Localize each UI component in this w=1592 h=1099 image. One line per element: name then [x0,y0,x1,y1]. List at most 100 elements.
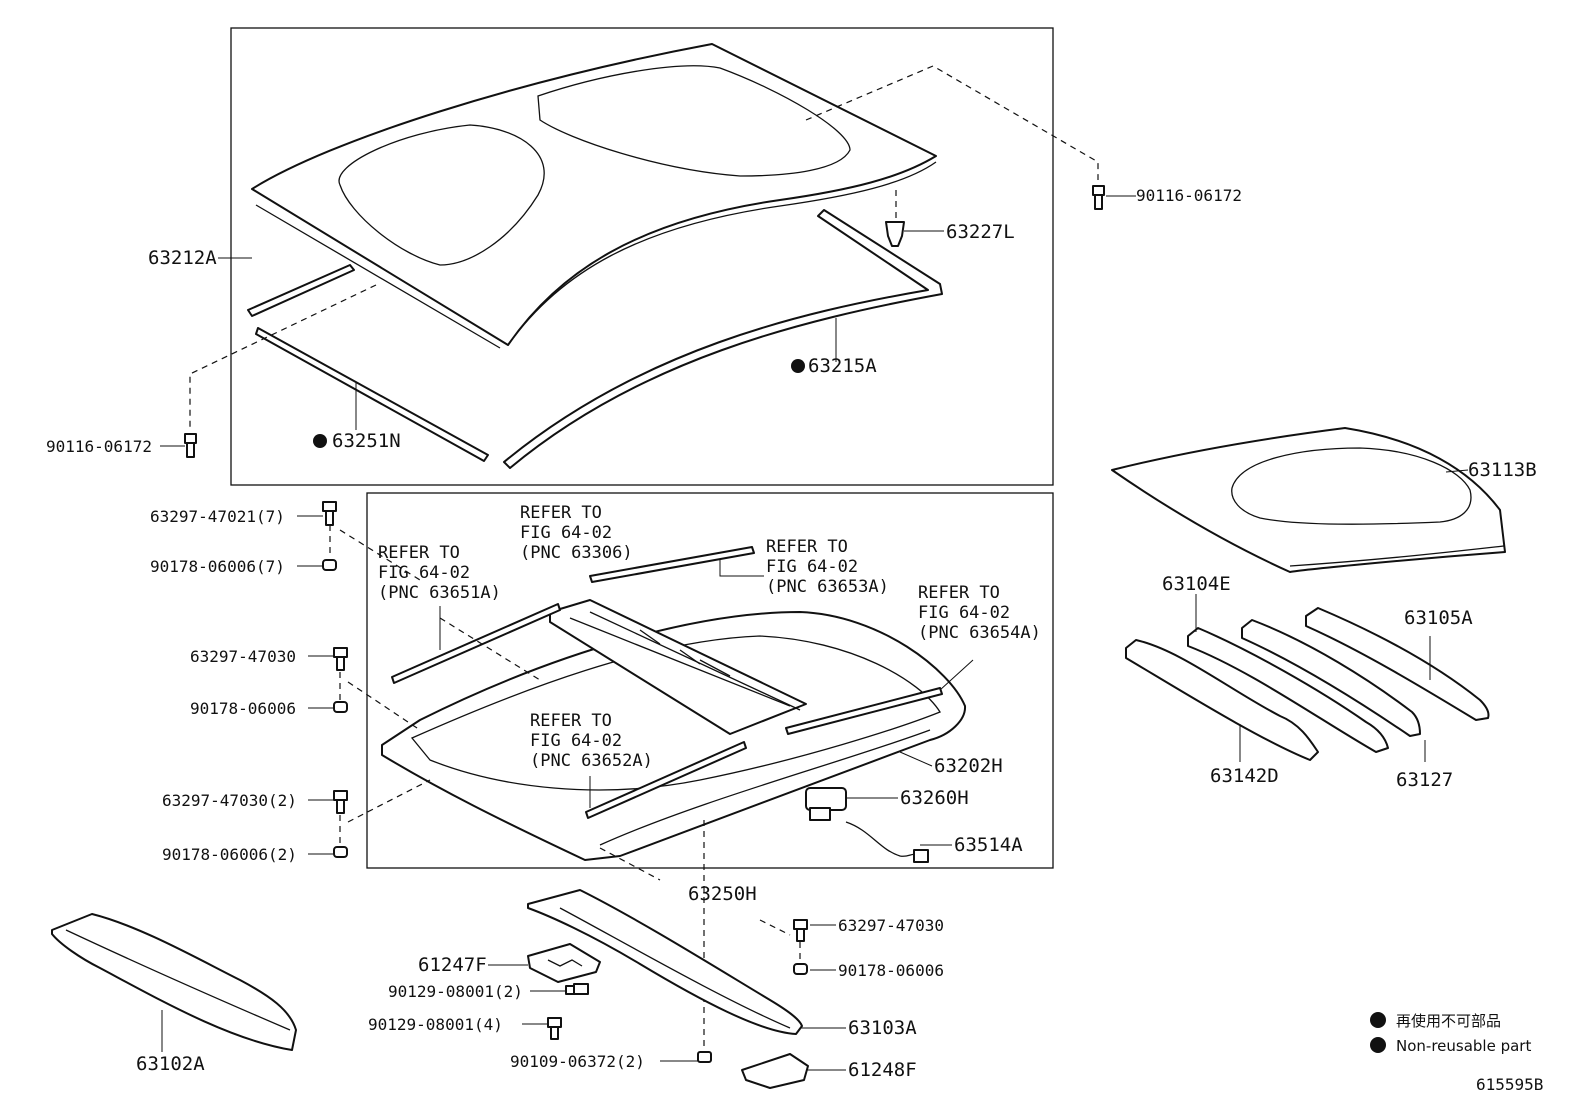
label-90109-06372-2: 90109-06372(2) [510,1052,645,1071]
label-90129-08001-2: 90129-08001(2) [388,982,523,1001]
label-61248F: 61248F [848,1059,917,1081]
dash-rail-a [439,617,541,681]
label-63127: 63127 [1396,769,1453,791]
dash-bolt-a-housing [347,681,421,731]
label-63227L: 63227L [946,221,1015,243]
label-90129-08001-4: 90129-08001(4) [368,1015,503,1034]
ref-63652A-line2: FIG 64-02 [530,731,622,751]
bolt-63297-47030-a [333,647,348,671]
ref-63653A-line2: FIG 64-02 [766,557,858,577]
ref-63654A-line1: REFER TO [918,583,1000,603]
leader-63113B [1445,469,1469,473]
bolt-90109-06372 [697,1051,712,1063]
non-reusable-mark-63251N [313,434,327,448]
roof-bow-63105A [1305,607,1490,721]
bolt-90116-top [1092,185,1105,210]
bolt-90116-left [184,433,197,458]
label-63297-47021-7: 63297-47021(7) [150,507,285,526]
label-63142D: 63142D [1210,765,1279,787]
label-63260H: 63260H [900,787,969,809]
label-63113B: 63113B [1468,459,1537,481]
front-molding-strip [247,264,355,317]
bolt-90129-08001-4 [547,1017,562,1040]
label-63102A: 63102A [136,1053,205,1075]
label-63105A: 63105A [1404,607,1473,629]
label-63215A: 63215A [808,355,877,377]
nut-90178-06006-2 [333,846,348,858]
ref-63653A-line3: (PNC 63653A) [766,577,889,597]
roof-bow-63142D [1125,639,1319,761]
label-90178-06006-b: 90178-06006 [838,961,944,980]
legend-english: Non-reusable part [1396,1037,1531,1055]
legend-japanese: 再使用不可部品 [1396,1012,1501,1030]
label-61247F: 61247F [418,954,487,976]
weatherstrip-63215A [503,209,943,469]
clip-63227L [885,221,905,247]
dash-bolt7-housing [339,529,421,581]
nut-90178-06006-a [333,701,348,713]
leader-ref-63654A [939,659,974,691]
rail-63652A [585,741,747,819]
diagram-id: 615595B [1476,1075,1543,1094]
wire-harness-63514A [845,821,929,863]
side-molding-63251N [255,327,489,462]
leader-63202H [899,751,933,767]
ref-63651A-line2: FIG 64-02 [378,563,470,583]
rail-63654A [785,687,943,735]
motor-63260H [805,787,847,821]
label-63297-47030-2: 63297-47030(2) [162,791,297,810]
front-header-63102A [51,913,297,1051]
ref-63306-line2: FIG 64-02 [520,523,612,543]
label-90178-06006-2: 90178-06006(2) [162,845,297,864]
non-reusable-mark-63215A [791,359,805,373]
nut-90178-06006-b [793,963,808,975]
label-63212A: 63212A [148,247,217,269]
roof-bow-63104E [1187,627,1389,753]
rail-63306 [589,546,755,583]
ref-63651A-line3: (PNC 63651A) [378,583,501,603]
ref-63652A-line3: (PNC 63652A) [530,751,653,771]
sunroof-group-box [366,492,1054,869]
bolt-63297-47021 [322,501,337,526]
label-90116-left: 90116-06172 [46,437,152,456]
label-63297-47030-b: 63297-47030 [838,916,944,935]
dash-bolt-2-housing [347,779,431,823]
bracket-61247F [527,943,601,983]
label-90178-06006-7: 90178-06006(7) [150,557,285,576]
rear-header-63103A [527,889,803,1035]
rail-63651A [391,603,561,684]
upper-group-box [230,27,1054,486]
legend-dot-english [1370,1037,1386,1053]
ref-63653A-line1: REFER TO [766,537,848,557]
dash-housing-bottom [599,847,661,881]
dash-roof-to-bolt-left [189,284,377,430]
ref-63651A-line1: REFER TO [378,543,460,563]
label-63297-47030-a: 63297-47030 [190,647,296,666]
dash-roof-to-bolt-right [805,65,1099,180]
bracket-61248F [741,1053,809,1089]
ref-63306-line1: REFER TO [520,503,602,523]
roof-panel [251,43,937,349]
dash-bolt-b [759,919,791,936]
label-90178-06006-a: 90178-06006 [190,699,296,718]
label-63104E: 63104E [1162,573,1231,595]
sunroof-glass-frame [549,599,807,735]
bolt-90129-08001-2 [565,983,589,995]
bolt-63297-47030-2 [333,790,348,814]
label-63514A: 63514A [954,834,1023,856]
leader-ref-63653A [719,560,764,577]
label-63202H: 63202H [934,755,1003,777]
label-63103A: 63103A [848,1017,917,1039]
ref-63306-line3: (PNC 63306) [520,543,633,563]
roof-bow-63127 [1241,619,1421,737]
ref-63652A-line1: REFER TO [530,711,612,731]
headliner-63113B [1111,427,1506,573]
bolt-63297-47030-b [793,919,808,942]
label-90116-top: 90116-06172 [1136,186,1242,205]
ref-63654A-line3: (PNC 63654A) [918,623,1041,643]
nut-90178-06006-7 [322,559,337,571]
ref-63654A-line2: FIG 64-02 [918,603,1010,623]
legend-dot-japanese [1370,1012,1386,1028]
